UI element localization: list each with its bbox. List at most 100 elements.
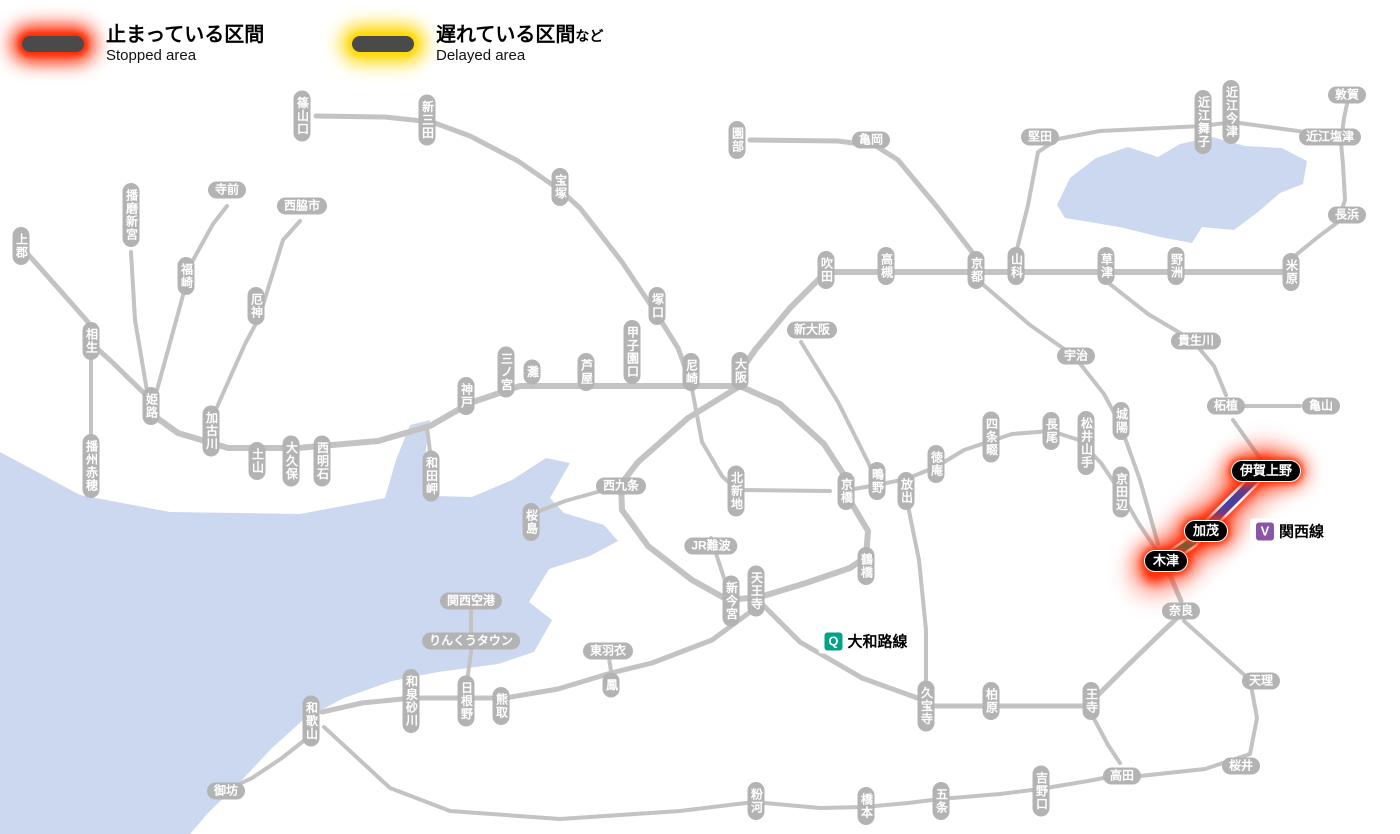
station-capsule: 長尾 <box>1042 412 1060 450</box>
station-capsule: 米原 <box>1282 253 1300 291</box>
station-capsule: 熊取 <box>492 687 510 725</box>
station-capsule: 粉河 <box>747 782 765 820</box>
station-capsule: 宇治 <box>1056 347 1096 365</box>
station-capsule: 新今宮 <box>722 575 740 627</box>
station-capsule: 高田 <box>1102 767 1142 785</box>
rail-line-osaka-higashi-south <box>905 499 928 695</box>
station-capsule: 五条 <box>932 782 950 820</box>
station-capsule: 鶴橋 <box>857 547 875 585</box>
station-capsule: 福崎 <box>177 257 195 295</box>
station-capsule: 鴫野 <box>868 462 886 500</box>
station-capsule: 大阪 <box>731 352 749 390</box>
station-capsule: 宝塚 <box>551 168 569 206</box>
station-capsule: 和歌山 <box>302 695 320 747</box>
stopped-area-icon <box>22 36 84 52</box>
rail-line-yumesaki-line <box>535 487 610 514</box>
rail-line-yamatoji-tennoji-kyuhoji <box>759 601 926 703</box>
station-capsule: 天王寺 <box>747 565 765 617</box>
station-capsule: 東羽衣 <box>582 642 634 660</box>
station-capsule-highlighted[interactable]: 伊賀上野 <box>1230 459 1302 483</box>
station-capsule: 和泉砂川 <box>402 669 420 733</box>
station-capsule: 新三田 <box>418 94 436 146</box>
station-capsule: 播州赤穂 <box>82 434 100 498</box>
station-capsule: 天理 <box>1241 672 1281 690</box>
water-lake-biwa <box>1057 137 1307 243</box>
station-capsule: 相生 <box>82 322 100 360</box>
station-capsule: 近江今津 <box>1222 80 1240 144</box>
rail-line-kishin-line <box>129 250 149 393</box>
station-capsule: 草津 <box>1097 247 1115 285</box>
station-capsule-highlighted[interactable]: 加茂 <box>1183 519 1229 543</box>
legend-delayed-label-main: 遅れている区間 <box>436 24 576 46</box>
station-capsule: 京田辺 <box>1112 466 1130 518</box>
station-capsule: 四条畷 <box>982 411 1000 463</box>
station-capsule: 大久保 <box>282 435 300 487</box>
station-capsule: 上郡 <box>12 227 30 265</box>
station-capsule: 奈良 <box>1161 602 1201 620</box>
station-capsule: 鳳 <box>602 672 620 698</box>
rail-line-kinokuni-line <box>229 733 313 790</box>
station-capsule: 西明石 <box>313 435 331 487</box>
line-symbol-badge-yamatoji: Q <box>824 632 843 650</box>
station-capsule: 柏原 <box>982 682 1000 720</box>
station-capsule: 関西空港 <box>439 592 503 610</box>
station-capsule: 桜井 <box>1221 757 1261 775</box>
station-capsule: 加古川 <box>202 405 220 457</box>
station-capsule: 桜島 <box>522 503 540 541</box>
rail-line-hagoromo-line <box>607 656 613 673</box>
station-capsule: 城陽 <box>1112 402 1130 440</box>
rail-line-tokaido-sanyo-main <box>147 269 1294 451</box>
station-capsule: 京都 <box>967 251 985 289</box>
station-capsule: 柘植 <box>1206 397 1246 415</box>
station-capsule: 西九条 <box>595 477 647 495</box>
station-capsule: 高槻 <box>877 247 895 285</box>
station-capsule: 尼崎 <box>682 353 700 391</box>
legend-stopped-label: 止まっている区間 <box>106 24 265 46</box>
station-capsule: 京橋 <box>837 472 855 510</box>
station-capsule: りんくうタウン <box>422 632 520 650</box>
legend-delayed: 遅れている区間など Delayed area <box>352 24 603 64</box>
line-symbol-badge-kansai: V <box>1255 522 1274 540</box>
legend-stopped: 止まっている区間 Stopped area <box>22 24 264 64</box>
station-capsule: 野洲 <box>1167 247 1185 285</box>
delayed-area-icon <box>352 36 414 52</box>
station-capsule-highlighted[interactable]: 木津 <box>1143 549 1189 573</box>
station-capsule: 新大阪 <box>786 321 838 339</box>
station-capsule: 吉野口 <box>1032 765 1050 817</box>
station-capsule: 播磨新宮 <box>122 183 140 247</box>
legend-stopped-sublabel: Stopped area <box>106 47 197 64</box>
line-name-text: 関西線 <box>1278 523 1325 541</box>
rail-line-nara-line <box>978 280 1160 546</box>
station-capsule: 山科 <box>1007 247 1025 285</box>
station-capsule: 長浜 <box>1327 206 1367 224</box>
station-capsule: 園部 <box>728 121 746 159</box>
station-capsule: JR難波 <box>684 537 738 555</box>
station-capsule: 亀岡 <box>851 131 891 149</box>
station-capsule: 甲子園口 <box>623 320 641 384</box>
station-capsule: 灘 <box>523 359 541 385</box>
rail-line-yamatoji-oji-nara <box>1093 615 1180 700</box>
station-capsule: 北新地 <box>727 465 745 517</box>
station-capsule: 御坊 <box>206 782 246 800</box>
line-name-text: 大和路線 <box>847 633 908 651</box>
station-capsule: 貴生川 <box>1170 332 1222 350</box>
station-capsule: 放出 <box>897 472 915 510</box>
station-capsule: 塚口 <box>648 287 666 325</box>
station-capsule: 敦賀 <box>1327 86 1367 104</box>
station-capsule: 和田岬 <box>422 450 440 502</box>
rail-line-sakurai-line <box>1138 619 1259 778</box>
rail-line-sagano-line <box>747 137 979 260</box>
station-capsule: 橋本 <box>857 787 875 825</box>
station-capsule: 久宝寺 <box>917 680 935 732</box>
rail-line-hanwa-line <box>319 604 760 715</box>
legend-delayed-label: 遅れている区間など <box>436 24 603 46</box>
station-capsule: 姫路 <box>142 387 160 425</box>
station-capsule: 寺前 <box>207 181 247 199</box>
station-capsule: 吹田 <box>817 251 835 289</box>
station-capsule: 神戸 <box>457 377 475 415</box>
legend-delayed-sublabel: Delayed area <box>436 47 526 64</box>
